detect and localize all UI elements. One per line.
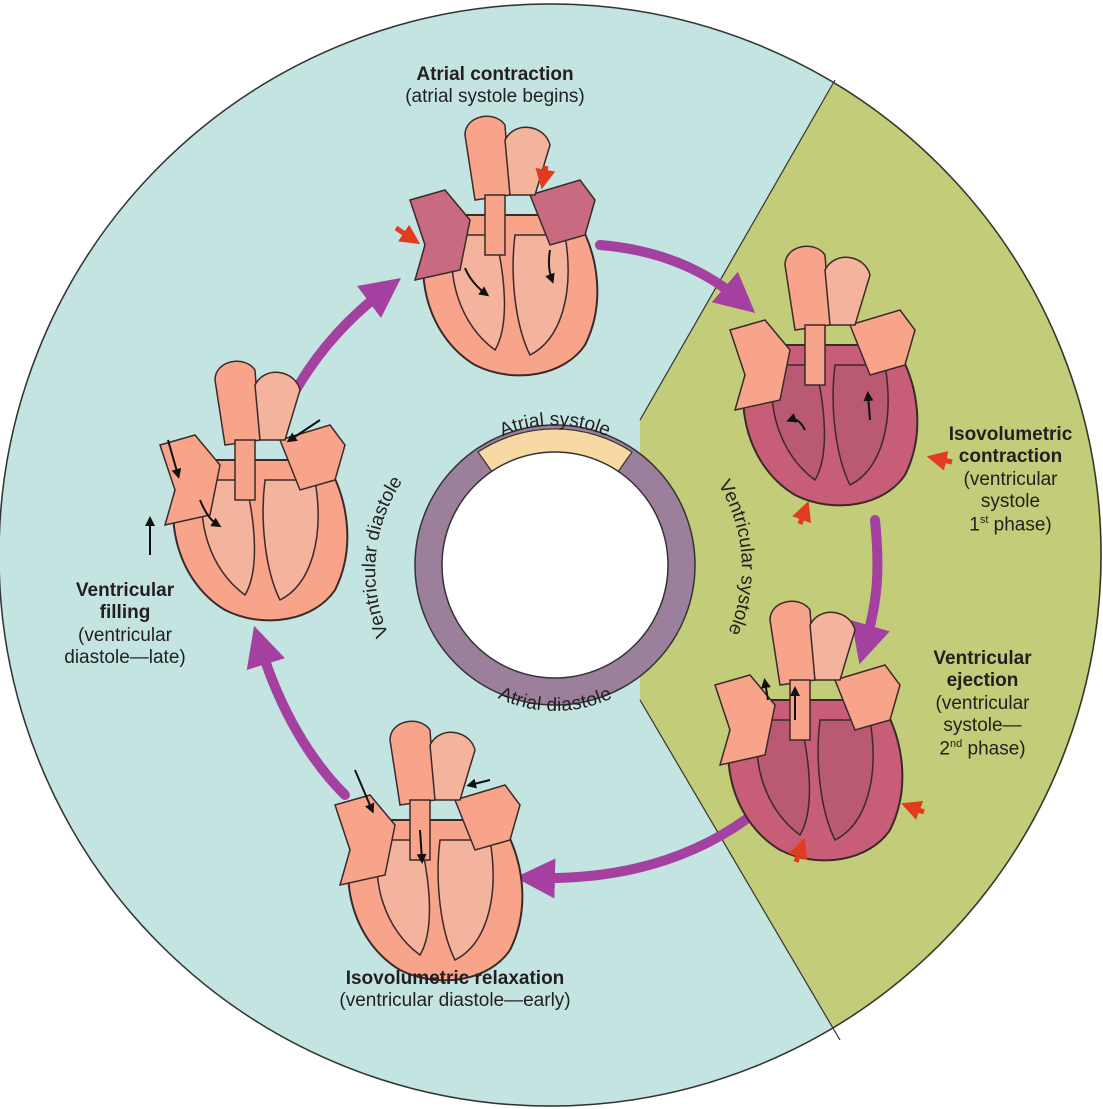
label-ventricular-filling: Ventricular filling (ventricular diastol… bbox=[35, 580, 215, 670]
ventricular-ejection-subtitle-1: (ventricular bbox=[900, 693, 1065, 715]
ventricular-filling-subtitle-2: diastole—late) bbox=[35, 647, 215, 669]
pressure-arrow-2 bbox=[543, 166, 546, 182]
isovolumetric-contraction-subtitle-1: (ventricular bbox=[918, 469, 1103, 491]
atrial-contraction-subtitle: (atrial systole begins) bbox=[355, 86, 635, 108]
atrial-contraction-title: Atrial contraction bbox=[355, 64, 635, 86]
label-isovolumetric-relaxation: Isovolumetric relaxation (ventricular di… bbox=[295, 968, 615, 1013]
label-ventricular-ejection: Ventricular ejection (ventricular systol… bbox=[900, 648, 1065, 760]
isovolumetric-contraction-subtitle-2: systole bbox=[918, 491, 1103, 513]
ring-center bbox=[442, 452, 668, 678]
isovolumetric-contraction-title-2: contraction bbox=[918, 446, 1103, 468]
ventricular-filling-title-1: Ventricular bbox=[35, 580, 215, 602]
ventricular-filling-subtitle-1: (ventricular bbox=[35, 625, 215, 647]
ventricular-ejection-title-2: ejection bbox=[900, 670, 1065, 692]
isovolumetric-contraction-title-1: Isovolumetric bbox=[918, 424, 1103, 446]
isovolumetric-relaxation-title: Isovolumetric relaxation bbox=[295, 968, 615, 990]
label-atrial-contraction: Atrial contraction (atrial systole begin… bbox=[355, 64, 635, 109]
ventricular-filling-title-2: filling bbox=[35, 602, 215, 624]
label-isovolumetric-contraction: Isovolumetric contraction (ventricular s… bbox=[918, 424, 1103, 536]
ventricular-ejection-subtitle-3: 2nd phase) bbox=[900, 738, 1065, 761]
isovolumetric-relaxation-subtitle: (ventricular diastole—early) bbox=[295, 990, 615, 1012]
isovolumetric-contraction-subtitle-3: 1st phase) bbox=[918, 514, 1103, 537]
ventricular-ejection-subtitle-2: systole— bbox=[900, 715, 1065, 737]
ventricular-ejection-title-1: Ventricular bbox=[900, 648, 1065, 670]
